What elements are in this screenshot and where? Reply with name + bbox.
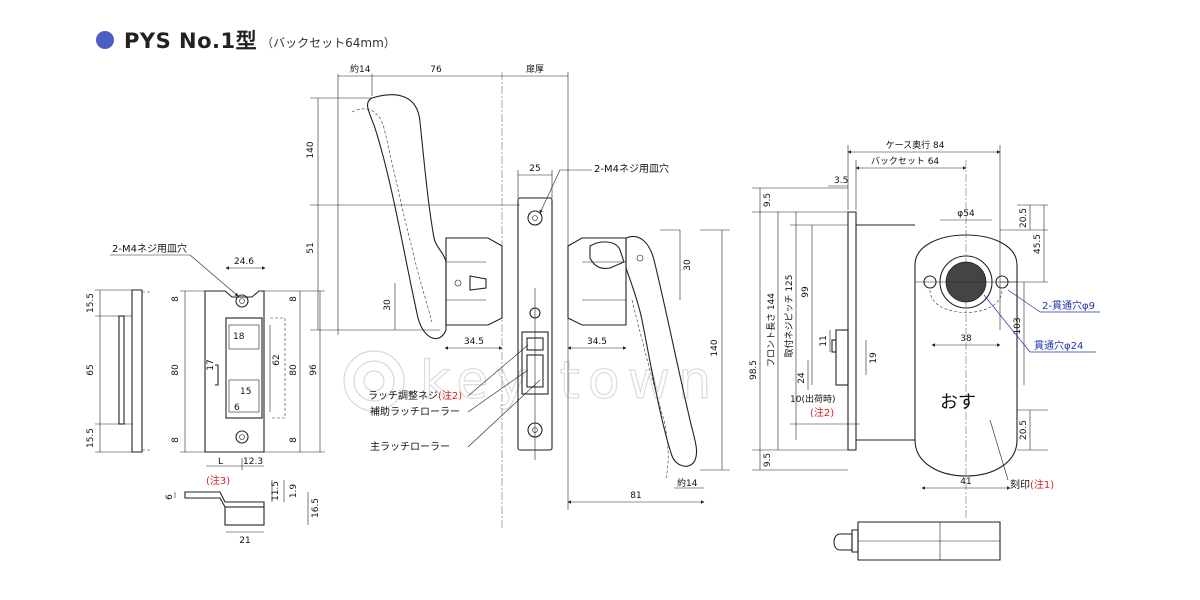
dim-20-5-top: 20.5 xyxy=(1019,208,1029,228)
dim-16-5: 16.5 xyxy=(311,498,321,518)
dim-20-5-bottom: 20.5 xyxy=(1019,420,1029,440)
dim-10-shipping: 10(出荷時) xyxy=(790,393,835,405)
side-view: ケース奥行 84 バックセット 64 3.5 38 φ xyxy=(749,139,1100,561)
dim-30-left: 30 xyxy=(383,299,393,311)
watermark: key town xyxy=(343,350,719,412)
dim-45-5: 45.5 xyxy=(1033,234,1043,254)
oshi-plate-text: おす xyxy=(940,392,976,413)
main-latch-roller-label: 主ラッチローラー xyxy=(370,441,450,453)
dim-38: 38 xyxy=(960,334,972,344)
latch-adjust-screw-label: ラッチ調整ネジ(注2) xyxy=(368,389,462,402)
note-2-latch: (注2) xyxy=(438,389,462,402)
dim-21: 21 xyxy=(239,536,250,546)
dim-19: 19 xyxy=(869,352,879,364)
strike-callout-label: 2-M4ネジ用皿穴 xyxy=(112,242,187,255)
dim-17: 17 xyxy=(206,359,216,370)
dim-8-bottom-left: 8 xyxy=(171,437,181,443)
dim-9-5-top: 9.5 xyxy=(763,193,773,207)
dim-80-right: 80 xyxy=(289,364,299,376)
dim-front-length: フロント長さ 144 xyxy=(766,293,777,367)
dim-76: 76 xyxy=(430,65,442,75)
dim-8-top-left: 8 xyxy=(171,296,181,302)
dim-screw-pitch: 取付ネジピッチ 125 xyxy=(784,274,795,357)
dim-11-5: 11.5 xyxy=(271,481,281,501)
dim-15: 15 xyxy=(240,387,251,397)
dim-8-bottom-right: 8 xyxy=(289,437,299,443)
aux-latch-roller-label: 補助ラッチローラー xyxy=(370,405,460,418)
dim-15-5-bottom: 15.5 xyxy=(86,428,96,448)
marking-label: 刻印(注1) xyxy=(1010,478,1054,491)
dim-15-5-top: 15.5 xyxy=(86,293,96,313)
dim-6-profile: 6 xyxy=(165,494,175,500)
dim-24-6: 24.6 xyxy=(234,257,254,267)
dim-1-9: 1.9 xyxy=(289,484,299,499)
page-title: PYS No.1型 xyxy=(124,29,258,53)
dim-34-5-right: 34.5 xyxy=(587,337,607,347)
dim-140-right: 140 xyxy=(710,339,720,356)
dim-backset: バックセット 64 xyxy=(871,156,940,167)
dim-62: 62 xyxy=(272,354,282,365)
dim-51: 51 xyxy=(306,242,316,253)
dim-25: 25 xyxy=(529,164,540,174)
dim-6: 6 xyxy=(234,403,240,413)
callout-hole-phi24: 貫通穴φ24 xyxy=(1034,339,1083,352)
dim-11: 11 xyxy=(819,335,829,346)
dim-L: L xyxy=(218,457,223,467)
dim-96: 96 xyxy=(309,364,319,376)
side-note-2: (注2) xyxy=(810,406,834,419)
front-view: 約14 76 扉厚 140 51 30 34.5 xyxy=(306,63,730,530)
dim-18: 18 xyxy=(233,332,245,342)
dim-103: 103 xyxy=(1013,317,1023,334)
dim-12-3: 12.3 xyxy=(243,457,263,467)
dim-65: 65 xyxy=(86,364,96,375)
watermark-text: key town xyxy=(420,351,719,411)
dim-140-left: 140 xyxy=(306,141,316,158)
dim-41: 41 xyxy=(960,477,971,487)
dim-24: 24 xyxy=(797,372,807,384)
dim-80-left: 80 xyxy=(171,364,181,376)
dim-99: 99 xyxy=(801,286,811,298)
dim-30-right: 30 xyxy=(683,259,693,271)
dim-door-thickness: 扉厚 xyxy=(526,63,544,75)
dim-approx-14-bottom: 約14 xyxy=(677,477,698,489)
bullet-dot-icon xyxy=(96,31,114,49)
dim-34-5-left: 34.5 xyxy=(464,337,484,347)
dim-approx-14-top: 約14 xyxy=(350,63,371,75)
dim-phi54: φ54 xyxy=(957,209,975,219)
dim-98-5: 98.5 xyxy=(749,360,759,380)
dim-8-top-right: 8 xyxy=(289,296,299,302)
strike-view: 15.5 65 15.5 80 8 8 24.6 8 8 80 96 18 62… xyxy=(86,242,325,546)
dim-9-5-bottom: 9.5 xyxy=(763,453,773,467)
dim-case-depth: ケース奥行 84 xyxy=(886,139,945,151)
dim-3-5: 3.5 xyxy=(834,176,848,186)
page-subtitle: （バックセット64mm） xyxy=(261,35,396,50)
page-header: PYS No.1型 （バックセット64mm） xyxy=(96,22,396,58)
front-callout-label: 2-M4ネジ用皿穴 xyxy=(594,162,669,175)
callout-2-holes-phi9: 2-貫通穴φ9 xyxy=(1042,299,1095,312)
side-note-1: (注1) xyxy=(1030,478,1054,491)
dim-81: 81 xyxy=(630,491,641,501)
strike-note-3: (注3) xyxy=(206,474,230,487)
